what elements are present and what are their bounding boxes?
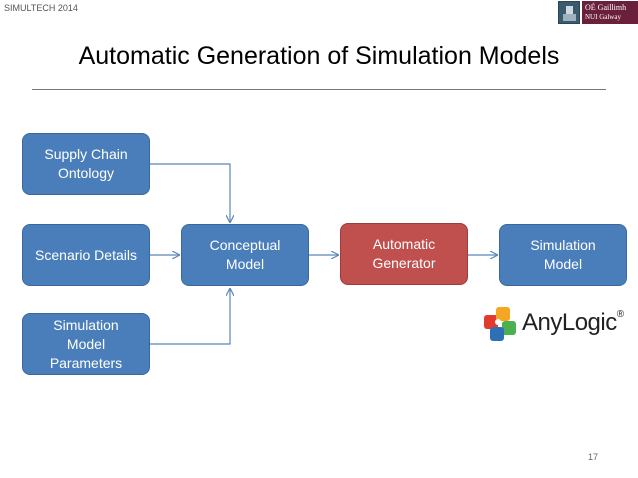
slide-title: Automatic Generation of Simulation Model… [78,42,560,70]
node-automatic-generator: Automatic Generator [340,223,468,285]
crest-icon [558,1,580,24]
logo-line2: NUI Galway [585,13,621,21]
node-label: Simulation Model Parameters [49,316,123,371]
nui-galway-logo: OÉ Gaillimh NUI Galway [558,1,638,24]
title-divider [32,89,606,90]
anylogic-wordmark: AnyLogic® [522,309,624,337]
conference-label: SIMULTECH 2014 [4,3,78,13]
node-label: Simulation Model [530,237,596,272]
node-simulation-model-parameters: Simulation Model Parameters [22,313,150,375]
node-label: Supply Chain Ontology [44,146,128,181]
anylogic-name: AnyLogic [522,309,617,336]
arrow-ontology-to-conceptual [150,163,230,222]
node-supply-chain-ontology: Supply Chain Ontology [22,133,150,195]
puzzle-icon [484,307,516,341]
node-label: Conceptual Model [209,237,281,272]
node-conceptual-model: Conceptual Model [181,224,309,286]
registered-mark: ® [616,309,624,320]
node-label: Automatic Generator [372,236,436,271]
node-label: Scenario Details [35,246,137,263]
arrow-parameters-to-conceptual [150,289,230,345]
page-number: 17 [588,452,599,462]
logo-line1: OÉ Gaillimh [585,3,627,12]
node-simulation-model: Simulation Model [499,224,627,286]
node-scenario-details: Scenario Details [22,224,150,286]
anylogic-logo: AnyLogic® [482,303,632,345]
